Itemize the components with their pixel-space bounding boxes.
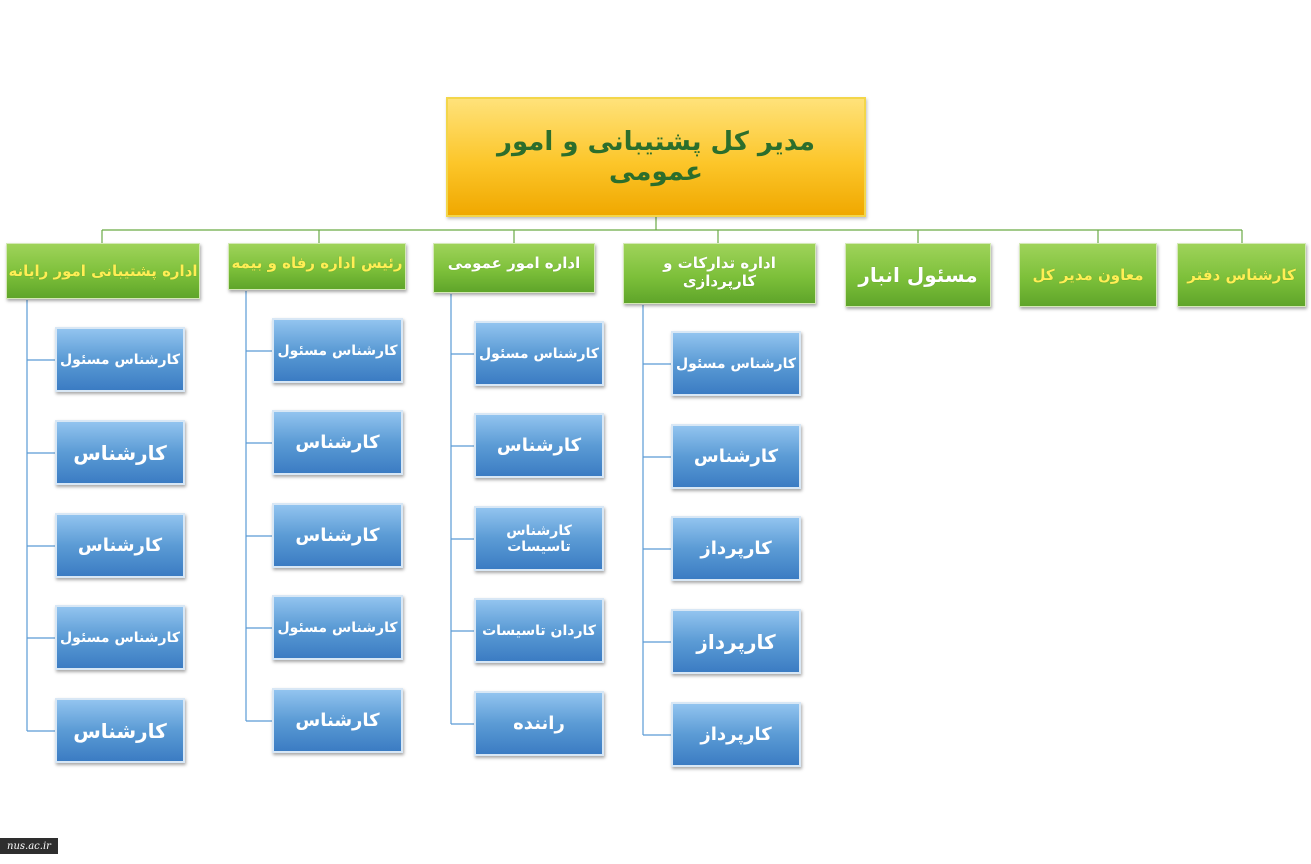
department-title: اداره پشتیبانی امور رایانه	[8, 262, 198, 280]
department-title: مسئول انبار	[858, 263, 978, 287]
dept-4-connector	[642, 305, 671, 736]
department-office-expert: کارشناس دفتر	[1177, 243, 1306, 307]
position-title: کارشناس مسئول	[676, 355, 796, 372]
site-logo-text: nus.ac.ir	[7, 840, 51, 852]
position-node: کارشناس مسئول	[272, 318, 403, 383]
department-title: اداره تدارکات و کارپردازی	[663, 254, 776, 290]
department-title: اداره امور عمومی	[447, 254, 581, 272]
department-title: معاون مدیر کل	[1032, 266, 1144, 284]
department-warehouse: مسئول انبار	[845, 243, 991, 307]
position-node: کارشناس تاسیسات	[474, 506, 604, 571]
position-title: کارشناس	[693, 446, 779, 467]
position-node: کارشناس مسئول	[474, 321, 604, 386]
position-title: راننده	[513, 713, 565, 734]
position-node: راننده	[474, 691, 604, 756]
position-node: کارشناس	[272, 688, 403, 753]
position-title: کارشناس	[496, 435, 582, 456]
position-node: کارشناس مسئول	[55, 605, 185, 670]
position-title: کارشناس	[295, 432, 380, 453]
position-title: کارپرداز	[700, 724, 772, 745]
position-node: کارشناس مسئول	[272, 595, 403, 660]
root-connector	[101, 216, 1243, 243]
position-node: کارشناس مسئول	[671, 331, 801, 396]
department-general-affairs: اداره امور عمومی	[433, 243, 595, 293]
position-title: کارپرداز	[696, 629, 776, 654]
dept-1-connector	[26, 300, 55, 732]
position-title: کارشناس	[77, 535, 163, 556]
position-node: کارپرداز	[671, 609, 801, 674]
position-title: کارشناس مسئول	[60, 351, 180, 368]
position-node: کارپرداز	[671, 702, 801, 767]
position-title: کارپرداز	[700, 538, 772, 559]
position-title: کارشناس	[73, 440, 167, 465]
position-node: کارشناس	[55, 420, 185, 485]
position-node: کارشناس	[55, 513, 185, 578]
position-node: کارشناس	[272, 410, 403, 475]
position-title: کارشناس مسئول	[479, 345, 599, 362]
position-title: کاردان تاسیسات	[482, 622, 596, 639]
position-title: کارشناس	[295, 525, 380, 546]
department-welfare-insurance: رئیس اداره رفاه و بیمه	[228, 243, 406, 290]
position-node: کارشناس	[272, 503, 403, 568]
position-title: کارشناس مسئول	[60, 629, 180, 646]
department-title: رئیس اداره رفاه و بیمه	[231, 254, 403, 272]
dept-2-connector	[245, 291, 272, 722]
position-title: کارشناس مسئول	[277, 619, 398, 636]
department-title: کارشناس دفتر	[1187, 266, 1296, 284]
position-node: کارشناس	[671, 424, 801, 489]
site-logo: nus.ac.ir	[0, 838, 58, 854]
root-title: مدیر کل پشتیبانی و امور عمومی	[497, 127, 815, 187]
position-title: کارشناس	[295, 710, 380, 731]
root-node: مدیر کل پشتیبانی و امور عمومی	[446, 97, 866, 217]
department-it-support: اداره پشتیبانی امور رایانه	[6, 243, 200, 299]
position-title: کارشناس مسئول	[277, 342, 398, 359]
position-title: کارشناس تاسیسات	[506, 522, 572, 555]
dept-3-connector	[450, 294, 474, 725]
position-node: کارشناس	[474, 413, 604, 478]
department-procurement: اداره تدارکات و کارپردازی	[623, 243, 816, 304]
position-node: کارشناس	[55, 698, 185, 763]
department-deputy: معاون مدیر کل	[1019, 243, 1157, 307]
position-node: کارپرداز	[671, 516, 801, 581]
position-node: کاردان تاسیسات	[474, 598, 604, 663]
position-node: کارشناس مسئول	[55, 327, 185, 392]
position-title: کارشناس	[73, 718, 167, 743]
